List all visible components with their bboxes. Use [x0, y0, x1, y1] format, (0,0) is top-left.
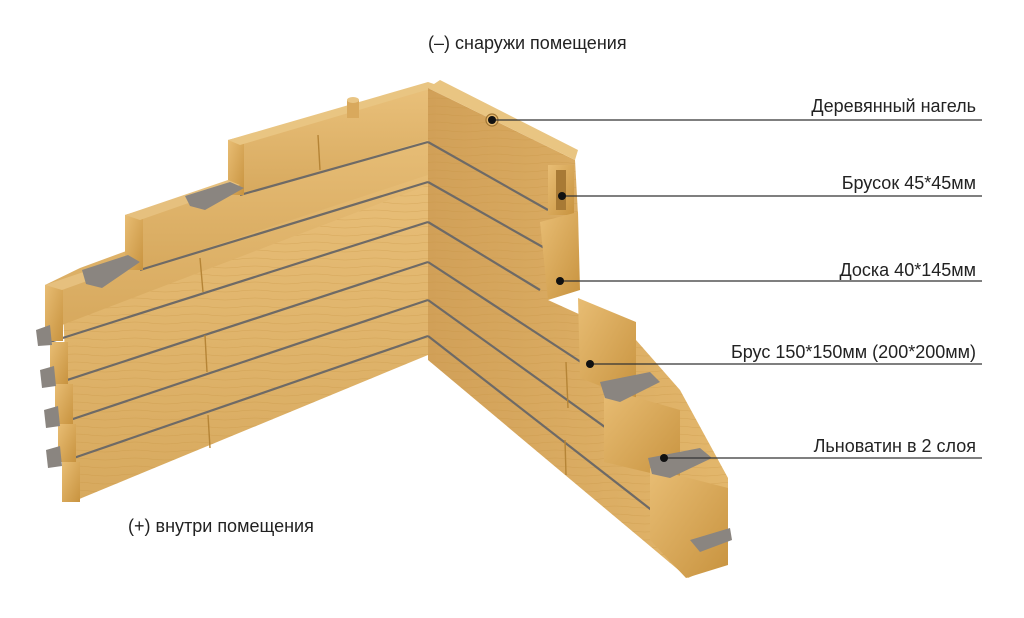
left-wall [36, 82, 440, 502]
beam-end-1 [578, 298, 636, 400]
bar-45 [548, 165, 574, 215]
right-wall-butt-joints [564, 361, 569, 476]
board-40-145 [540, 212, 580, 300]
outside-caption: (–) снаружи помещения [428, 33, 627, 53]
label-wooden-dowel: Деревянный нагель [811, 96, 976, 116]
label-board-40x145: Доска 40*145мм [839, 260, 977, 280]
right-wall [427, 80, 732, 578]
left-insulation [36, 182, 244, 468]
left-wall-grain [62, 150, 428, 502]
inside-caption: (+) внутри помещения [128, 516, 314, 536]
step-end-3 [228, 140, 244, 195]
left-wall-butt-joints [199, 134, 321, 449]
dowel-top [347, 97, 359, 118]
label-beam-150x150: Брус 150*150мм (200*200мм) [730, 342, 976, 362]
left-end-4 [58, 424, 76, 462]
leader-board [556, 277, 982, 285]
leader-bar [558, 192, 982, 200]
step-top-3 [228, 82, 440, 145]
label-flax-insulation: Льноватин в 2 слоя [813, 436, 976, 456]
left-wall-joints [49, 140, 429, 464]
leader-beam [586, 360, 982, 368]
right-wall-joints [427, 141, 691, 541]
leader-dowel [488, 116, 982, 124]
left-wall-step-3 [228, 88, 428, 195]
callout-leaders [488, 116, 982, 462]
beam-end-3 [650, 468, 728, 578]
left-end-5 [62, 462, 80, 502]
left-end-3 [55, 384, 73, 424]
leader-flax [660, 454, 982, 462]
label-bar-45x45: Брусок 45*45мм [841, 173, 976, 193]
